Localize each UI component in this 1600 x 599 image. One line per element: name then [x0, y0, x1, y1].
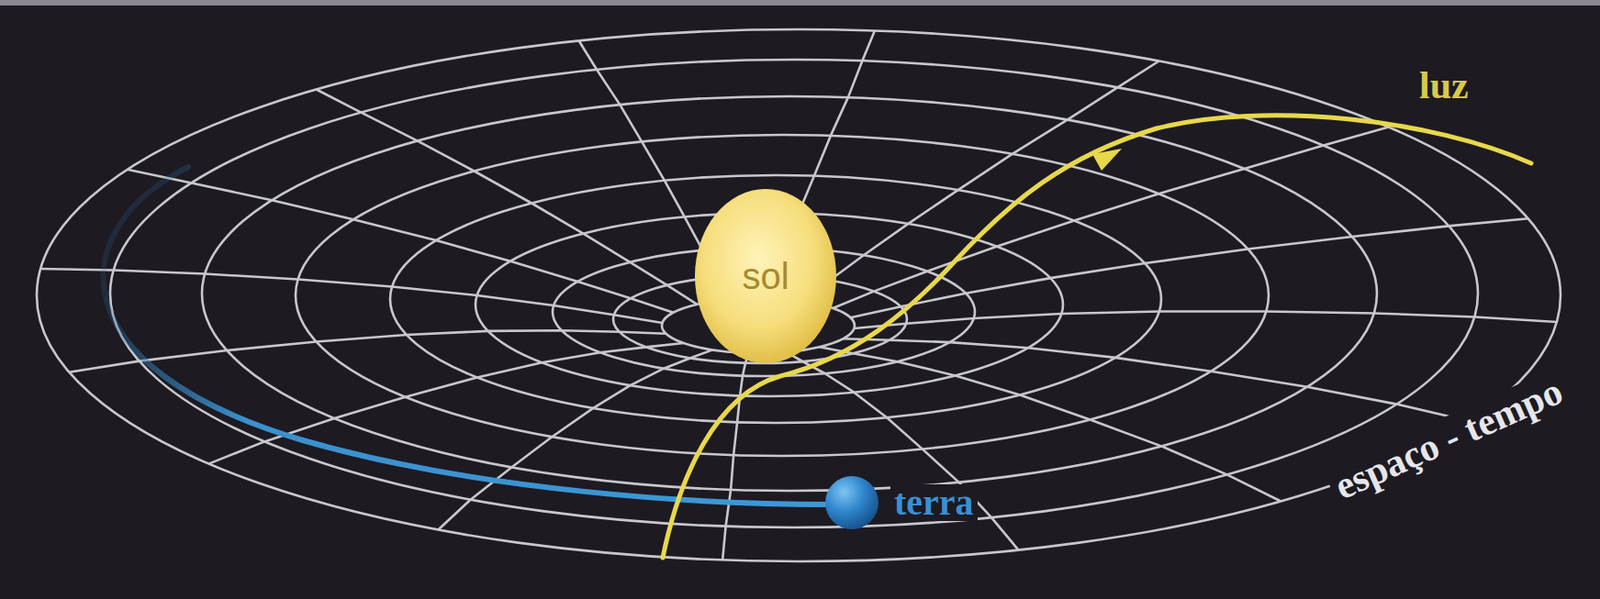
- grid-radial: [819, 346, 1282, 502]
- grid-radial: [843, 338, 1471, 422]
- grid-radial: [40, 268, 662, 324]
- light-label: luz: [1413, 64, 1475, 107]
- grid-radial: [850, 218, 1529, 318]
- grid-radial: [68, 330, 666, 373]
- sun-node: sol: [693, 188, 838, 365]
- grid-ring: [201, 96, 1377, 492]
- grid-radial: [854, 312, 1557, 330]
- grid-radial: [127, 169, 674, 314]
- grid-radial: [804, 61, 1160, 303]
- grid-radial: [722, 353, 749, 561]
- grid-radial: [785, 352, 1019, 551]
- top-border: [0, 0, 1600, 6]
- earth-label: terra: [890, 484, 978, 522]
- grid-radial: [832, 126, 1388, 309]
- earth-shape: [824, 475, 880, 531]
- grid-radial: [316, 89, 698, 305]
- earth-node: terra: [824, 475, 978, 531]
- grid-ring: [110, 59, 1478, 528]
- grid-radial: [208, 343, 683, 465]
- earth-sphere: [825, 476, 879, 530]
- light-path: [662, 115, 1532, 559]
- sun-disc: [694, 189, 837, 364]
- light-arrowhead: [1092, 148, 1122, 171]
- sun-label: sol: [741, 256, 789, 298]
- grid-ring: [295, 134, 1269, 457]
